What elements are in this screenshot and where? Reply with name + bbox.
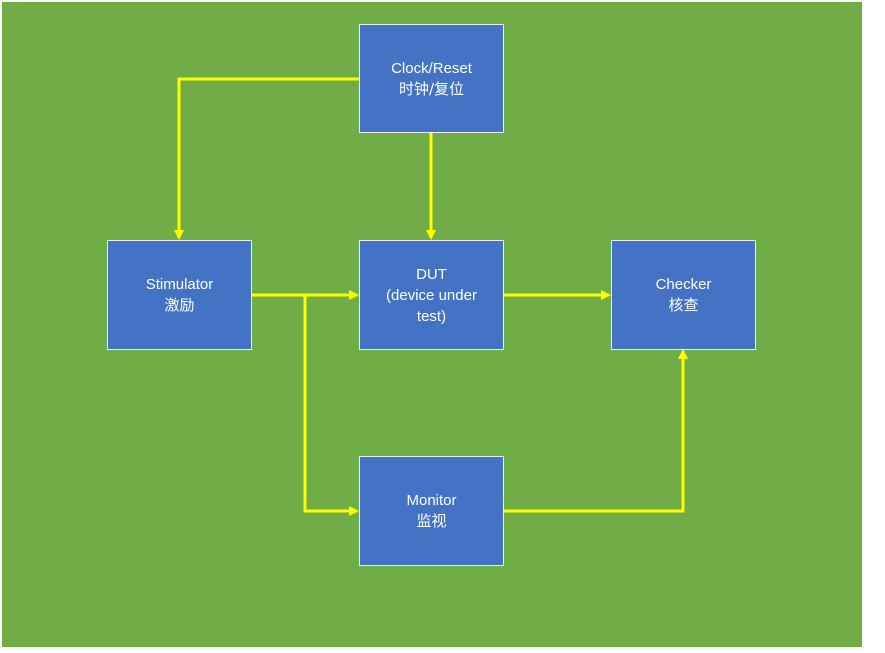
dut-block: DUT (device under test) — [359, 240, 504, 350]
monitor-label-zh: 监视 — [416, 512, 447, 530]
dut-label-line2: (device under — [386, 286, 477, 304]
checker-label-zh: 核查 — [668, 296, 699, 314]
monitor-block: Monitor 监视 — [359, 456, 504, 566]
stimulator-label: Stimulator — [145, 276, 214, 293]
clock-reset-block: Clock/Reset 时钟/复位 — [359, 24, 504, 133]
dut-label-line3: test) — [416, 307, 447, 325]
checker-block: Checker 核查 — [611, 240, 756, 350]
monitor-label: Monitor — [406, 492, 457, 509]
clock-reset-label: Clock/Reset — [391, 59, 472, 77]
checker-label: Checker — [655, 276, 712, 293]
wire-clock-to-stimulator — [174, 77, 360, 240]
wire-stimulator-to-monitor — [303, 295, 359, 516]
stimulator-block: Stimulator 激励 — [107, 240, 252, 350]
clock-reset-label-zh: 时钟/复位 — [398, 79, 465, 98]
stimulator-label-zh: 激励 — [164, 296, 195, 314]
dut-label: DUT — [416, 265, 447, 283]
wire-monitor-to-checker — [503, 349, 688, 513]
